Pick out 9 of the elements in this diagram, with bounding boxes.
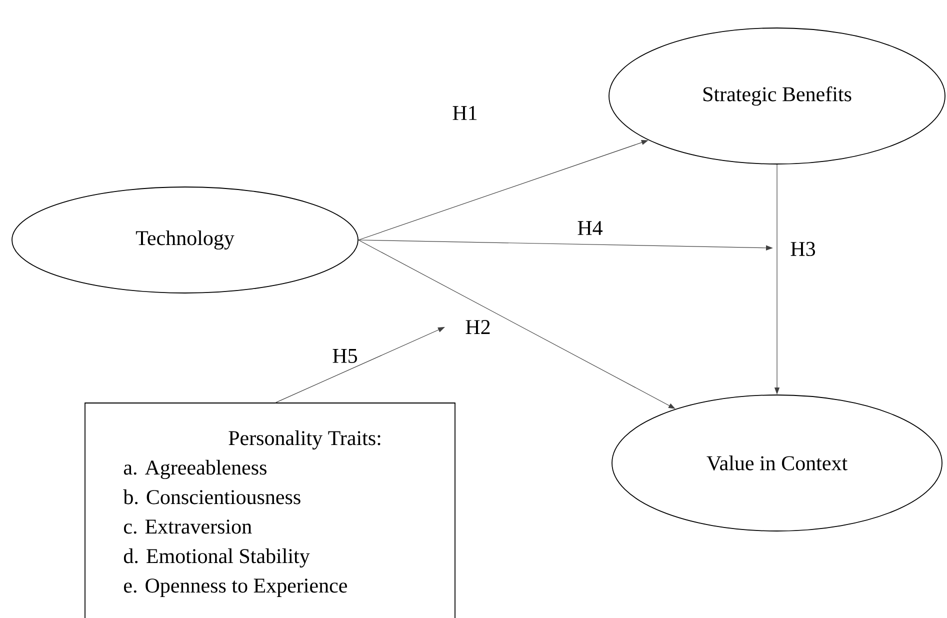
edge-label: H3 — [790, 242, 816, 256]
edge-label: H4 — [578, 221, 603, 235]
edge-label: H2 — [466, 320, 490, 334]
ellipse-node: Value in Context — [612, 394, 942, 532]
edge-label: H5 — [332, 349, 357, 363]
text-box: Personality Traits: a. Agreeableness b. Conscientiousness c. Extraversion d. Emotional Stability e. Openness to Experience — [84, 402, 456, 618]
edge-label: H1 — [452, 106, 477, 120]
ellipse-node: Technology — [12, 186, 358, 294]
ellipse-node: Strategic Benefits — [608, 28, 946, 164]
